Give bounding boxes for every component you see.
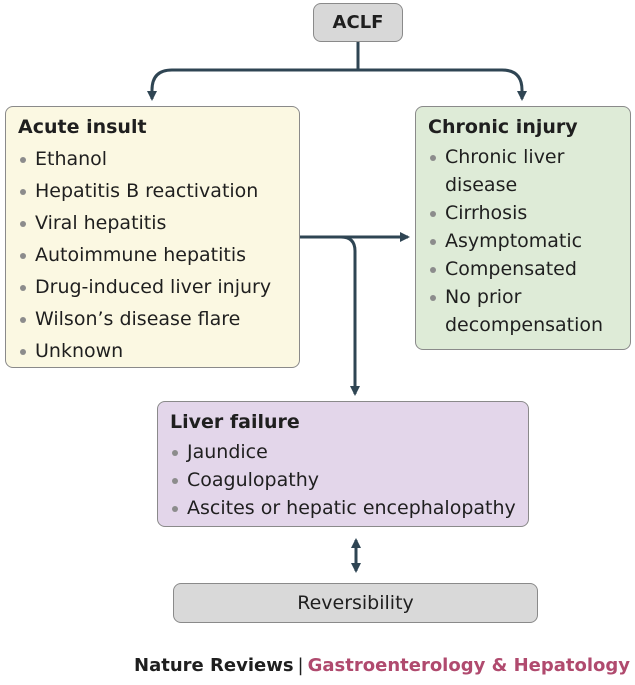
journal-credit: Nature Reviews|Gastroenterology & Hepato… (134, 655, 630, 676)
journal-name: Gastroenterology & Hepatology (307, 655, 630, 676)
aclf-label: ACLF (332, 12, 384, 33)
list-item: Coagulopathy (170, 466, 528, 494)
list-item: Ascites or hepatic encephalopathy (170, 494, 528, 522)
credit-separator: | (297, 655, 304, 676)
arrow-aclf-to-acute (147, 68, 358, 101)
list-item: Ethanol (18, 143, 299, 175)
chronic-injury-box: Chronic injury Chronic liver disease Cir… (415, 106, 631, 350)
publisher-name: Nature Reviews (134, 655, 294, 676)
aclf-node: ACLF (313, 3, 403, 42)
list-item: Unknown (18, 335, 299, 367)
list-item: Jaundice (170, 438, 528, 466)
list-item: Wilson’s disease flare (18, 303, 299, 335)
reversibility-node: Reversibility (173, 583, 538, 623)
list-item: No prior decompensation (428, 283, 625, 339)
acute-insult-list: Ethanol Hepatitis B reactivation Viral h… (18, 143, 299, 367)
list-item: Viral hepatitis (18, 207, 299, 239)
liver-failure-box: Liver failure Jaundice Coagulopathy Asci… (157, 401, 529, 527)
acute-insult-box: Acute insult Ethanol Hepatitis B reactiv… (5, 106, 300, 368)
reversibility-label: Reversibility (297, 592, 414, 614)
list-item: Asymptomatic (428, 227, 630, 255)
list-item: Compensated (428, 255, 630, 283)
liver-failure-list: Jaundice Coagulopathy Ascites or hepatic… (170, 438, 528, 522)
chronic-injury-list: Chronic liver disease Cirrhosis Asymptom… (428, 143, 630, 339)
liver-failure-title: Liver failure (170, 411, 300, 433)
arrow-to-liver-failure (340, 235, 360, 396)
list-item: Drug-induced liver injury (18, 271, 299, 303)
arrow-aclf-to-chronic (358, 68, 527, 101)
list-item: Hepatitis B reactivation (18, 175, 299, 207)
list-item: Cirrhosis (428, 199, 630, 227)
list-item: Chronic liver disease (428, 143, 595, 199)
acute-insult-title: Acute insult (18, 116, 147, 138)
chronic-injury-title: Chronic injury (428, 116, 578, 138)
list-item: Autoimmune hepatitis (18, 239, 299, 271)
